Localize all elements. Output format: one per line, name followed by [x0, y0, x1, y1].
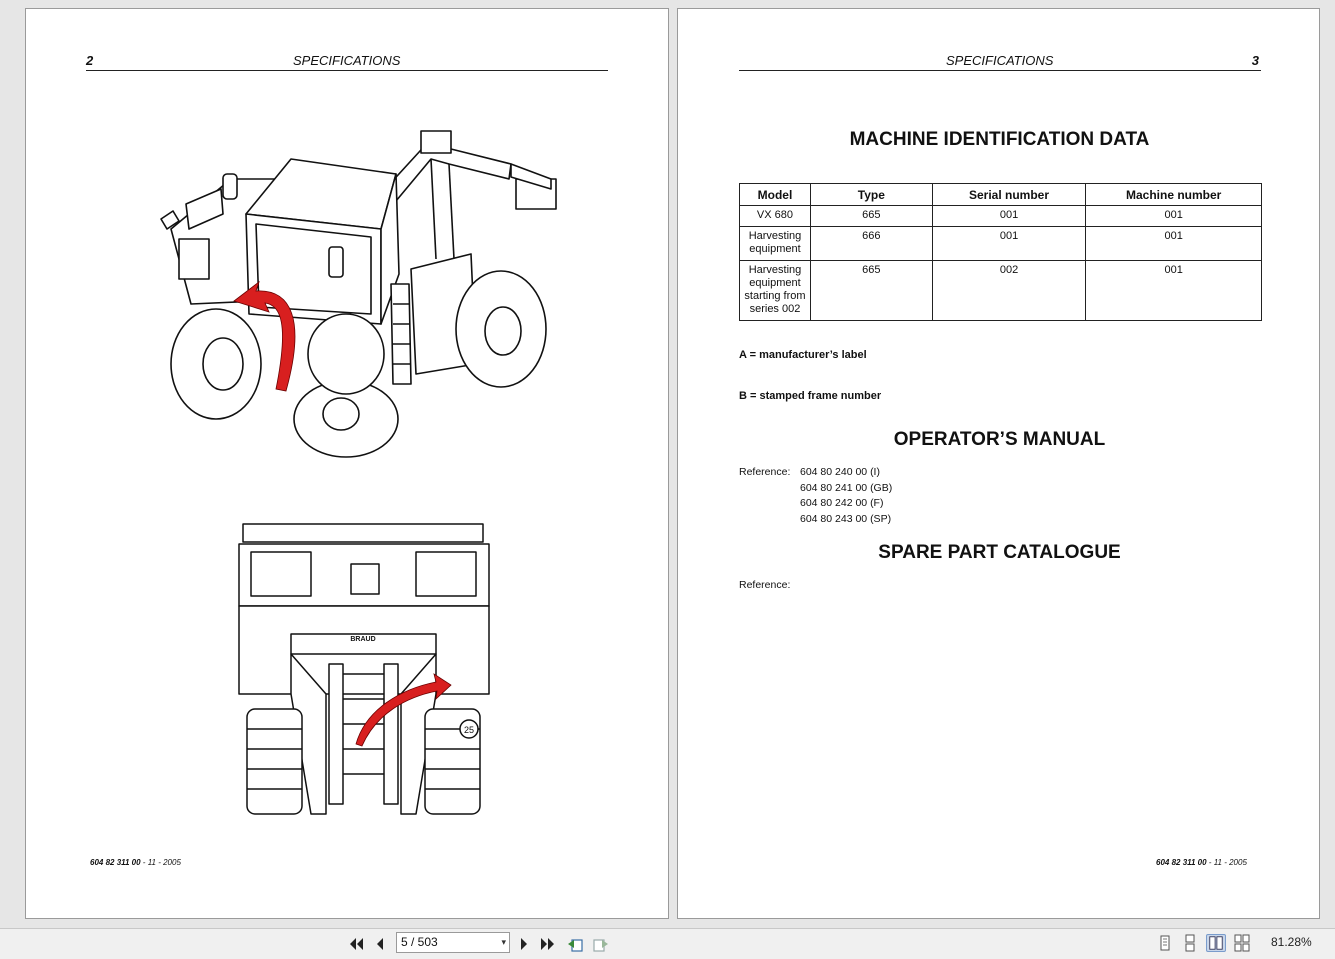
- zoom-level[interactable]: 81.28%: [1271, 935, 1312, 949]
- note-manufacturer-label: A = manufacturer’s label: [739, 349, 867, 361]
- footer-date: - 11 - 2005: [140, 858, 181, 867]
- two-page-continuous-view-icon[interactable]: [1232, 934, 1252, 952]
- table-cell: 001: [1085, 205, 1262, 227]
- table-row: Harvesting equipment starting from serie…: [739, 260, 1262, 321]
- reference-value: 604 80 242 00 (F): [800, 497, 884, 509]
- table-cell: 002: [931, 260, 1087, 321]
- column-header: Machine number: [1085, 183, 1262, 206]
- two-page-view-icon[interactable]: [1206, 934, 1226, 952]
- page-number-field[interactable]: 5 / 503 ▾: [396, 932, 510, 953]
- section-title-spare-parts: SPARE PART CATALOGUE: [878, 542, 1121, 563]
- reference-label: Reference:: [739, 466, 791, 478]
- section-title-identification: MACHINE IDENTIFICATION DATA: [849, 129, 1150, 150]
- table-cell: 001: [1085, 226, 1262, 261]
- page-number: 3: [1251, 53, 1259, 68]
- reference-value: 604 80 241 00 (GB): [800, 482, 893, 494]
- table-cell: 001: [1085, 260, 1262, 321]
- table-row: VX 680 665 001 001: [739, 205, 1262, 227]
- table-cell: Harvesting equipment starting from serie…: [739, 260, 811, 321]
- page-header: 2 SPECIFICATIONS: [86, 45, 608, 71]
- first-page-icon[interactable]: [348, 935, 364, 953]
- section-title-operators-manual: OPERATOR’S MANUAL: [893, 429, 1106, 450]
- page-header: SPECIFICATIONS 3: [739, 45, 1261, 71]
- single-page-view-icon[interactable]: [1155, 934, 1175, 952]
- footer-date: - 11 - 2005: [1206, 858, 1247, 867]
- page-footer: 604 82 311 00 - 11 - 2005: [1156, 858, 1247, 867]
- table-cell: 001: [931, 226, 1087, 261]
- column-header: Model: [739, 183, 811, 206]
- column-header: Type: [809, 183, 933, 206]
- go-forward-view-icon[interactable]: [592, 935, 610, 953]
- table-cell: VX 680: [739, 205, 811, 227]
- table-cell: 665: [809, 205, 933, 227]
- wheel-badge-label: 25: [464, 725, 474, 735]
- header-title: SPECIFICATIONS: [946, 53, 1054, 68]
- navigation-toolbar: 5 / 503 ▾ 81.28%: [0, 928, 1335, 959]
- table-header-row: Model Type Serial number Machine number: [739, 183, 1262, 206]
- previous-page-icon[interactable]: [374, 935, 386, 953]
- table-cell: 666: [809, 226, 933, 261]
- page-2: 2 SPECIFICATIONS: [25, 8, 669, 919]
- header-title: SPECIFICATIONS: [293, 53, 401, 68]
- table-cell: 001: [931, 205, 1087, 227]
- go-back-view-icon[interactable]: [566, 935, 584, 953]
- reference-value: 604 80 240 00 (I): [800, 466, 880, 478]
- column-header: Serial number: [931, 183, 1087, 206]
- harvester-front-illustration: BRAUD 25: [238, 523, 490, 815]
- table-row: Harvesting equipment 666 001 001: [739, 226, 1262, 261]
- next-page-icon[interactable]: [518, 935, 530, 953]
- harvester-side-illustration: [160, 130, 557, 458]
- document-viewer[interactable]: 2 SPECIFICATIONS: [0, 0, 1335, 928]
- reference-label: Reference:: [739, 579, 791, 591]
- note-frame-number: B = stamped frame number: [739, 390, 882, 402]
- footer-doc-number: 604 82 311 00: [1156, 858, 1207, 867]
- page-footer: 604 82 311 00 - 11 - 2005: [90, 858, 181, 867]
- footer-doc-number: 604 82 311 00: [90, 858, 141, 867]
- reference-value: 604 80 243 00 (SP): [800, 513, 892, 525]
- continuous-view-icon[interactable]: [1180, 934, 1200, 952]
- chevron-down-icon[interactable]: ▾: [501, 937, 506, 947]
- table-cell: Harvesting equipment: [739, 226, 811, 261]
- identification-table: Model Type Serial number Machine number …: [739, 183, 1262, 321]
- table-cell: 665: [809, 260, 933, 321]
- page-number: 2: [86, 53, 94, 68]
- page-number-value: 5 / 503: [401, 935, 438, 949]
- brand-label: BRAUD: [350, 636, 375, 643]
- last-page-icon[interactable]: [540, 935, 556, 953]
- page-3: SPECIFICATIONS 3 MACHINE IDENTIFICATION …: [677, 8, 1320, 919]
